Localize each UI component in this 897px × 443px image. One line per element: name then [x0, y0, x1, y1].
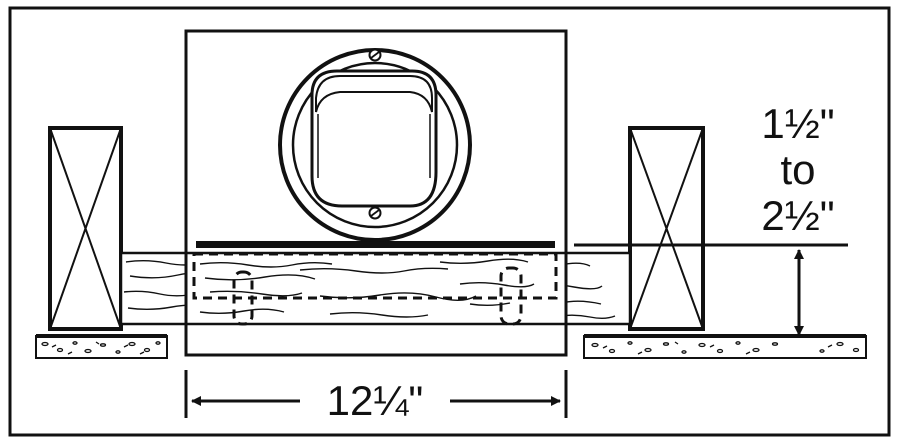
damper-plate	[310, 69, 438, 208]
height-dimension	[574, 243, 848, 336]
drywall-left	[35, 334, 168, 359]
height-dimension-line1: 1½"	[761, 100, 834, 147]
width-dimension	[184, 370, 568, 418]
screw-top	[368, 48, 382, 62]
mounting-plate	[196, 241, 555, 248]
height-dimension-line3: 2½"	[761, 192, 834, 239]
joist-left	[48, 126, 123, 331]
board-through-housing	[186, 251, 566, 326]
joist-right	[628, 126, 705, 331]
width-dimension-label: 12¼"	[327, 377, 424, 424]
hidden-mounting-bar	[192, 252, 558, 326]
outer-frame	[8, 6, 891, 437]
round-grille	[278, 48, 472, 242]
screw-bottom	[368, 206, 382, 220]
drywall-right	[583, 334, 867, 359]
height-dimension-line2: to	[780, 146, 815, 193]
